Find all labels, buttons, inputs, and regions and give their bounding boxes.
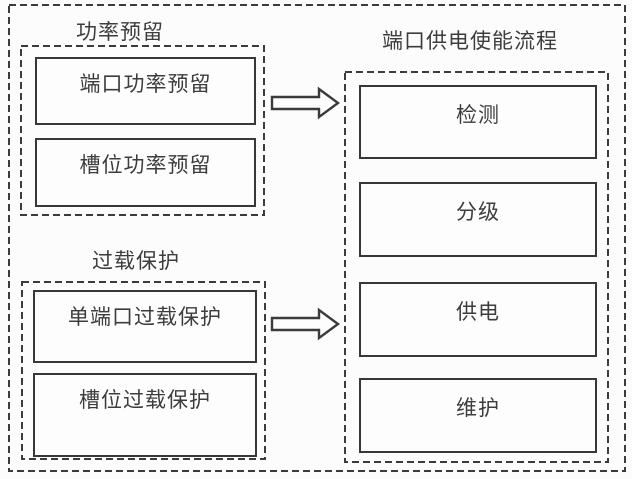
node-label: 检测 (456, 103, 500, 127)
arrow-right-icon (270, 307, 341, 341)
group-title-power-reservation: 功率预留 (76, 20, 164, 44)
node-slot-overload-protection: 槽位过载保护 (33, 373, 257, 457)
node-classification: 分级 (359, 182, 597, 257)
outer-dashed-border (8, 4, 626, 472)
node-maintenance: 维护 (359, 378, 597, 453)
node-label: 分级 (456, 200, 500, 224)
node-label: 槽位功率预留 (79, 153, 212, 177)
node-detection: 检测 (359, 85, 597, 159)
node-label: 端口功率预留 (79, 72, 212, 96)
overload-protection-group-border (21, 281, 266, 460)
arrow-right-icon (270, 86, 341, 120)
node-label: 单端口过载保护 (68, 305, 222, 329)
group-title-overload-protection: 过载保护 (92, 249, 180, 273)
node-label: 维护 (456, 396, 500, 420)
power-reservation-group-border (20, 45, 265, 216)
node-power-supply: 供电 (359, 282, 597, 357)
node-label: 供电 (456, 300, 500, 324)
group-title-port-power-enable-flow: 端口供电使能流程 (382, 29, 558, 53)
node-port-power-reservation: 端口功率预留 (35, 57, 256, 125)
node-single-port-overload-protection: 单端口过载保护 (33, 290, 257, 363)
node-slot-power-reservation: 槽位功率预留 (35, 138, 256, 207)
port-power-enable-flow-group-border (344, 71, 609, 463)
node-label: 槽位过载保护 (79, 388, 211, 412)
